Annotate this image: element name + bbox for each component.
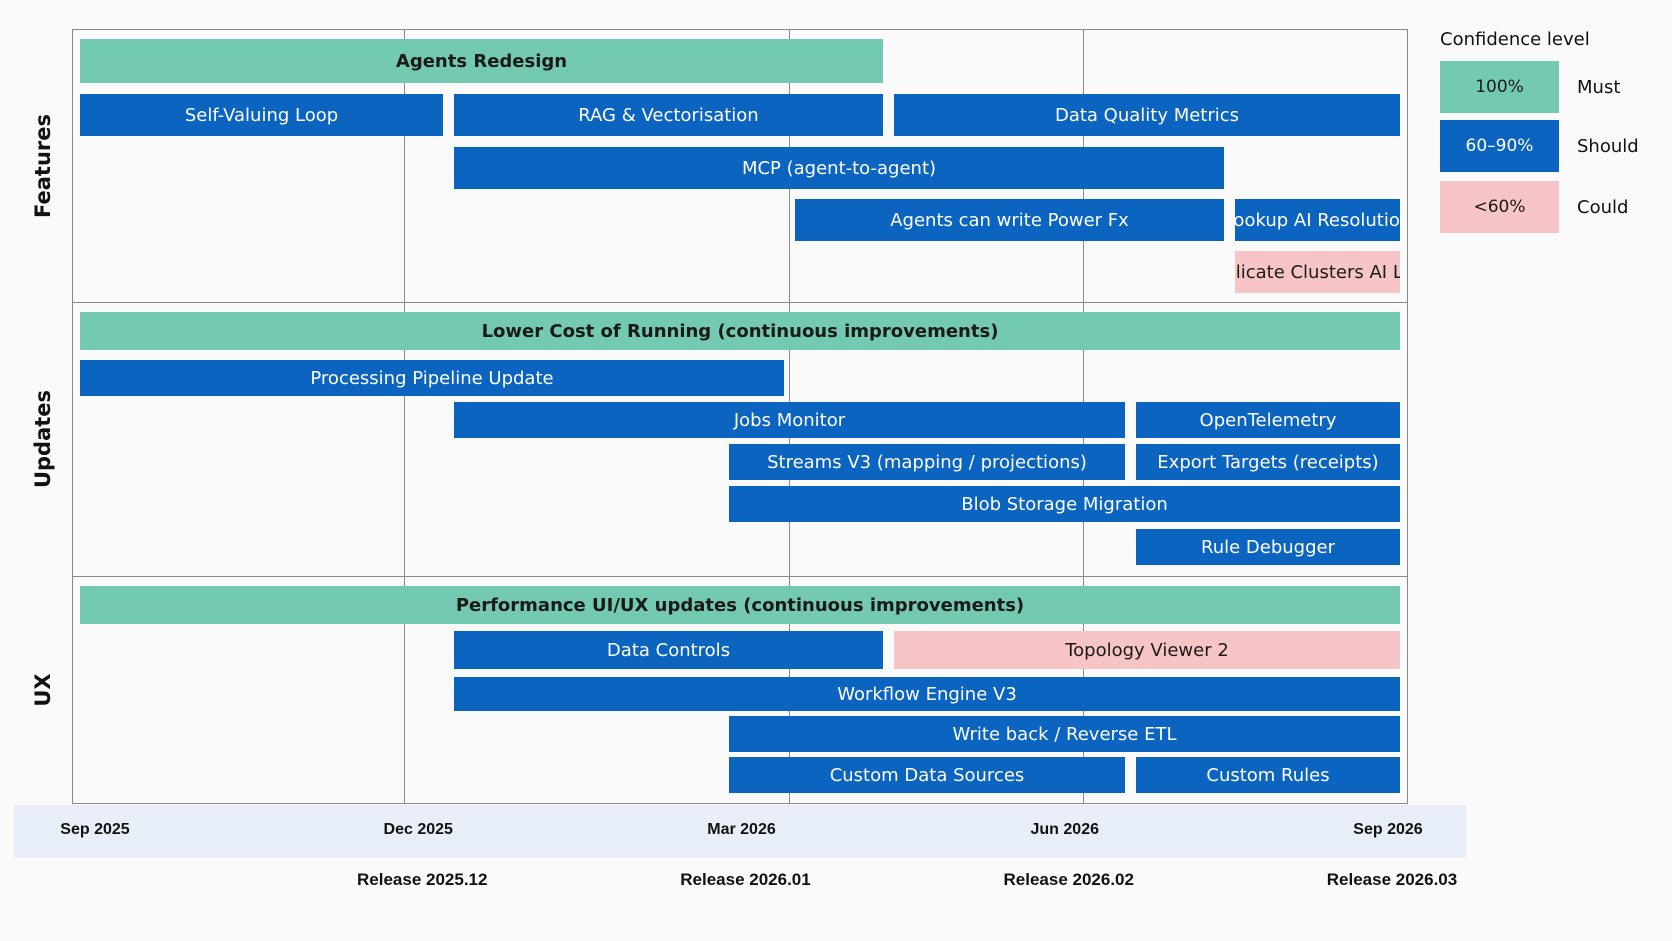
roadmap-item-bar: Performance UI/UX updates (continuous im… — [80, 586, 1400, 624]
roadmap-item-bar: Blob Storage Migration — [729, 486, 1400, 522]
legend-title: Confidence level — [1440, 29, 1590, 50]
legend-swatch-could: <60% — [1440, 181, 1559, 233]
roadmap-item-bar: Custom Data Sources — [729, 757, 1125, 793]
roadmap-item-bar: Agents Redesign — [80, 39, 883, 83]
lane-title-ux: UX — [31, 673, 55, 707]
lane-title-updates: Updates — [31, 389, 55, 489]
axis-tick-label: Sep 2026 — [1353, 821, 1423, 838]
roadmap-item-bar: Self-Valuing Loop — [80, 94, 443, 136]
roadmap-item-bar: Write back / Reverse ETL — [729, 716, 1400, 752]
legend-label-must: Must — [1577, 76, 1621, 98]
lane-separator — [72, 302, 1408, 303]
roadmap-item-bar: MCP (agent-to-agent) — [454, 147, 1224, 189]
roadmap-item-bar: OpenTelemetry — [1136, 402, 1400, 438]
roadmap-item-bar: Processing Pipeline Update — [80, 360, 784, 396]
release-label: Release 2025.12 — [357, 870, 488, 889]
legend-label-should: Should — [1577, 135, 1639, 157]
axis-tick-label: Jun 2026 — [1030, 821, 1099, 838]
roadmap-item-bar: Topology Viewer 2 — [894, 631, 1400, 669]
lane-separator — [72, 576, 1408, 577]
roadmap-item-bar: Data Controls — [454, 631, 883, 669]
roadmap-item-bar: Workflow Engine V3 — [454, 677, 1400, 711]
roadmap-item-bar: Lookup AI Resolution — [1235, 199, 1400, 241]
release-label: Release 2026.02 — [1003, 870, 1134, 889]
month-gridline — [404, 29, 405, 804]
legend-swatch-must: 100% — [1440, 61, 1559, 113]
roadmap-item-bar: Agents can write Power Fx — [795, 199, 1224, 241]
release-label: Release 2026.01 — [680, 870, 811, 889]
legend-label-could: Could — [1577, 196, 1629, 218]
roadmap-item-bar: RAG & Vectorisation — [454, 94, 883, 136]
axis-tick-label: Sep 2025 — [60, 821, 130, 838]
roadmap-item-bar: Export Targets (receipts) — [1136, 444, 1400, 480]
timeline-axis-band — [14, 805, 1466, 858]
roadmap-item-bar: Jobs Monitor — [454, 402, 1125, 438]
release-label: Release 2026.03 — [1326, 870, 1458, 889]
axis-tick-label: Dec 2025 — [383, 821, 453, 838]
lane-title-features: Features — [31, 113, 55, 218]
roadmap-item-bar: Rule Debugger — [1136, 529, 1400, 565]
roadmap-item-bar: Custom Rules — [1136, 757, 1400, 793]
roadmap-item-bar: Data Quality Metrics — [894, 94, 1400, 136]
roadmap-item-bar: Streams V3 (mapping / projections) — [729, 444, 1125, 480]
roadmap-item-bar: Lower Cost of Running (continuous improv… — [80, 312, 1400, 350]
axis-tick-label: Mar 2026 — [707, 821, 776, 838]
legend-swatch-should: 60–90% — [1440, 120, 1559, 172]
roadmap-item-bar: Duplicate Clusters AI Loop — [1235, 251, 1400, 293]
